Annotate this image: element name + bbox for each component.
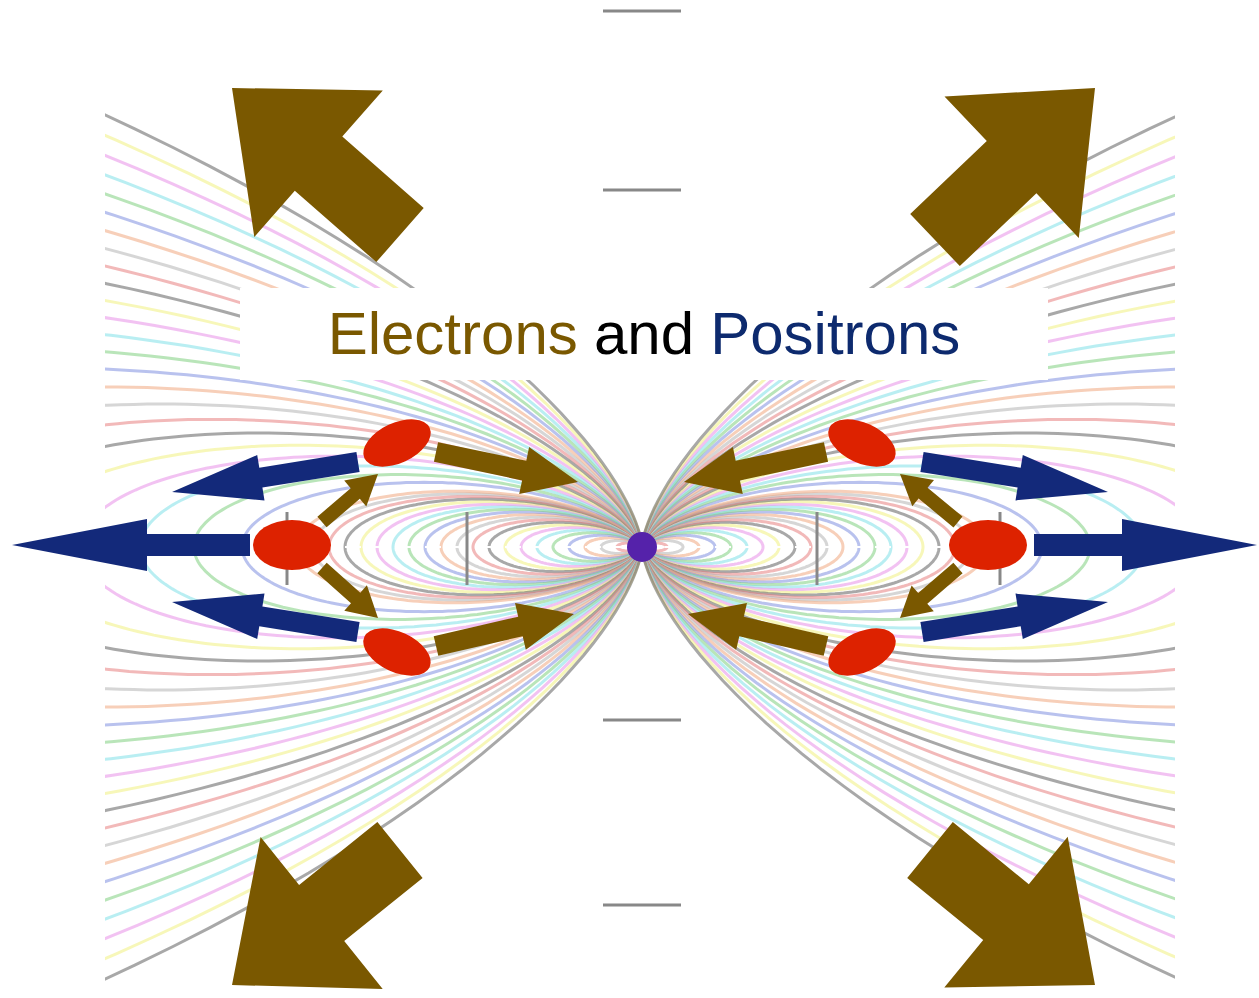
field-line	[105, 346, 642, 748]
flow-arrow	[900, 474, 963, 527]
banner-word: and	[594, 298, 694, 370]
field-line	[642, 10, 1175, 990]
flow-arrow	[434, 603, 574, 656]
flow-arrow	[317, 474, 378, 527]
field-line	[105, 10, 642, 990]
flow-arrow	[434, 442, 578, 494]
flow-arrow	[910, 88, 1095, 266]
flow-arrow	[232, 822, 423, 989]
particle-arrows	[12, 88, 1257, 989]
field-line	[105, 322, 642, 772]
plasma-blobs	[253, 410, 1027, 686]
flow-arrow	[920, 594, 1108, 642]
field-line	[105, 10, 642, 990]
field-line	[105, 368, 642, 727]
field-lines	[105, 10, 1175, 990]
flow-arrow	[688, 603, 828, 656]
flow-arrow	[907, 822, 1095, 988]
field-line	[105, 10, 642, 990]
flow-arrow	[232, 88, 424, 262]
plasma-blob	[821, 410, 903, 477]
plasma-blob	[949, 520, 1027, 570]
flow-arrow	[172, 594, 360, 642]
axis-ticks	[287, 11, 1000, 905]
banner-word: Positrons	[710, 298, 960, 370]
plasma-blob	[253, 520, 331, 570]
field-line	[105, 151, 642, 944]
field-line	[105, 10, 642, 990]
plasma-blob	[821, 619, 903, 686]
flow-arrow	[12, 519, 250, 571]
flow-arrow	[900, 563, 963, 618]
field-line	[105, 231, 642, 863]
plasma-blob	[356, 619, 438, 686]
title-banner: ElectronsandPositrons	[240, 288, 1048, 380]
flow-arrow	[172, 452, 360, 500]
flow-arrow	[920, 452, 1108, 500]
flow-arrow	[1034, 519, 1257, 571]
flow-arrow	[317, 563, 378, 618]
banner-word: Electrons	[328, 298, 578, 370]
flow-arrow	[684, 442, 828, 494]
plasma-blob	[356, 410, 438, 477]
central-star	[627, 532, 657, 562]
field-line	[105, 10, 642, 990]
